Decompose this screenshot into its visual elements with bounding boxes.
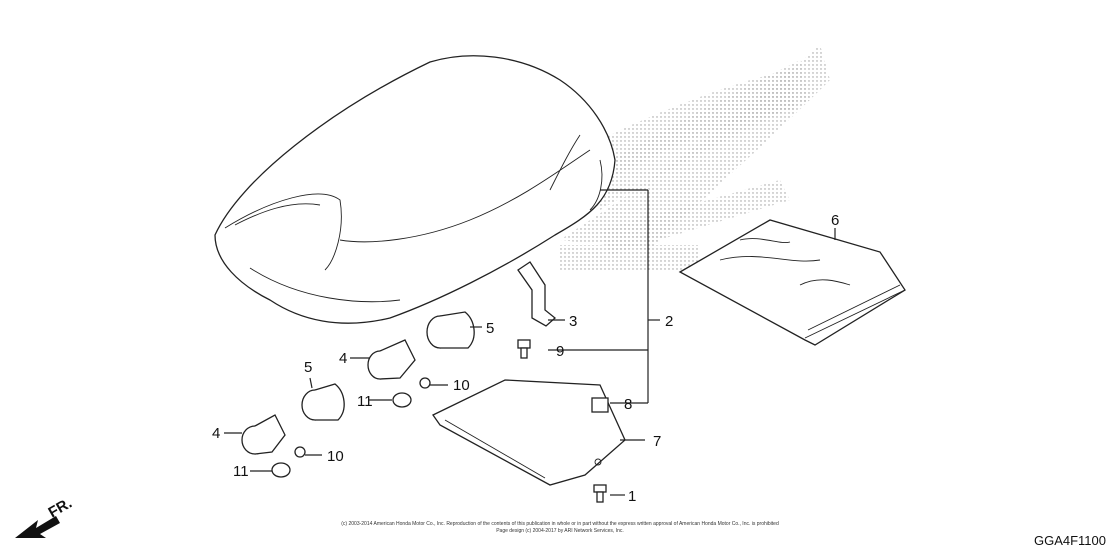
callout-3: 3 bbox=[569, 313, 577, 330]
callout-2: 2 bbox=[665, 313, 673, 330]
latch-part-4-upper[interactable] bbox=[367, 339, 416, 380]
callout-8: 8 bbox=[624, 396, 632, 413]
diagram-code: GGA4F1100 bbox=[1033, 533, 1106, 548]
copyright-line-2: Page design (c) 2004-2017 by ARI Network… bbox=[496, 528, 624, 534]
bolt-part-9[interactable] bbox=[517, 339, 531, 359]
screw-part-10-upper[interactable] bbox=[419, 377, 431, 389]
screw-part-10-lower[interactable] bbox=[294, 446, 306, 458]
callout-4-lower: 4 bbox=[212, 425, 220, 442]
honda-wing-watermark bbox=[560, 45, 830, 270]
leader-lines bbox=[548, 189, 836, 496]
bracket-part[interactable] bbox=[517, 261, 557, 327]
seat-part[interactable] bbox=[214, 55, 616, 324]
callout-labels: 1 2 3 4 4 5 5 6 7 8 9 10 10 11 11 bbox=[212, 212, 839, 505]
callout-6: 6 bbox=[831, 212, 839, 229]
nut-part-11-upper[interactable] bbox=[392, 392, 412, 408]
grommet-part-5-lower[interactable] bbox=[301, 383, 345, 421]
front-marker-label: FR. bbox=[46, 495, 75, 522]
callout-7: 7 bbox=[653, 433, 661, 450]
bag-part[interactable] bbox=[678, 219, 906, 346]
callout-5-lower: 5 bbox=[304, 359, 312, 376]
nut-part-8[interactable] bbox=[591, 397, 609, 413]
copyright-line-1: (c) 2003-2014 American Honda Motor Co., … bbox=[341, 521, 779, 527]
bolt-part-1[interactable] bbox=[593, 484, 607, 503]
nut-part-11-lower[interactable] bbox=[271, 462, 291, 478]
callout-11-lower: 11 bbox=[233, 463, 249, 480]
callout-1: 1 bbox=[628, 488, 636, 505]
plate-part[interactable] bbox=[432, 379, 626, 486]
callout-5-upper: 5 bbox=[486, 320, 494, 337]
callout-10-lower: 10 bbox=[327, 448, 344, 465]
callout-11-upper: 11 bbox=[357, 393, 373, 410]
callout-10-upper: 10 bbox=[453, 377, 470, 394]
latch-part-4-lower[interactable] bbox=[241, 414, 286, 455]
callout-4-upper: 4 bbox=[339, 350, 347, 367]
grommet-part-5-upper[interactable] bbox=[426, 311, 475, 349]
callout-9: 9 bbox=[556, 343, 564, 360]
